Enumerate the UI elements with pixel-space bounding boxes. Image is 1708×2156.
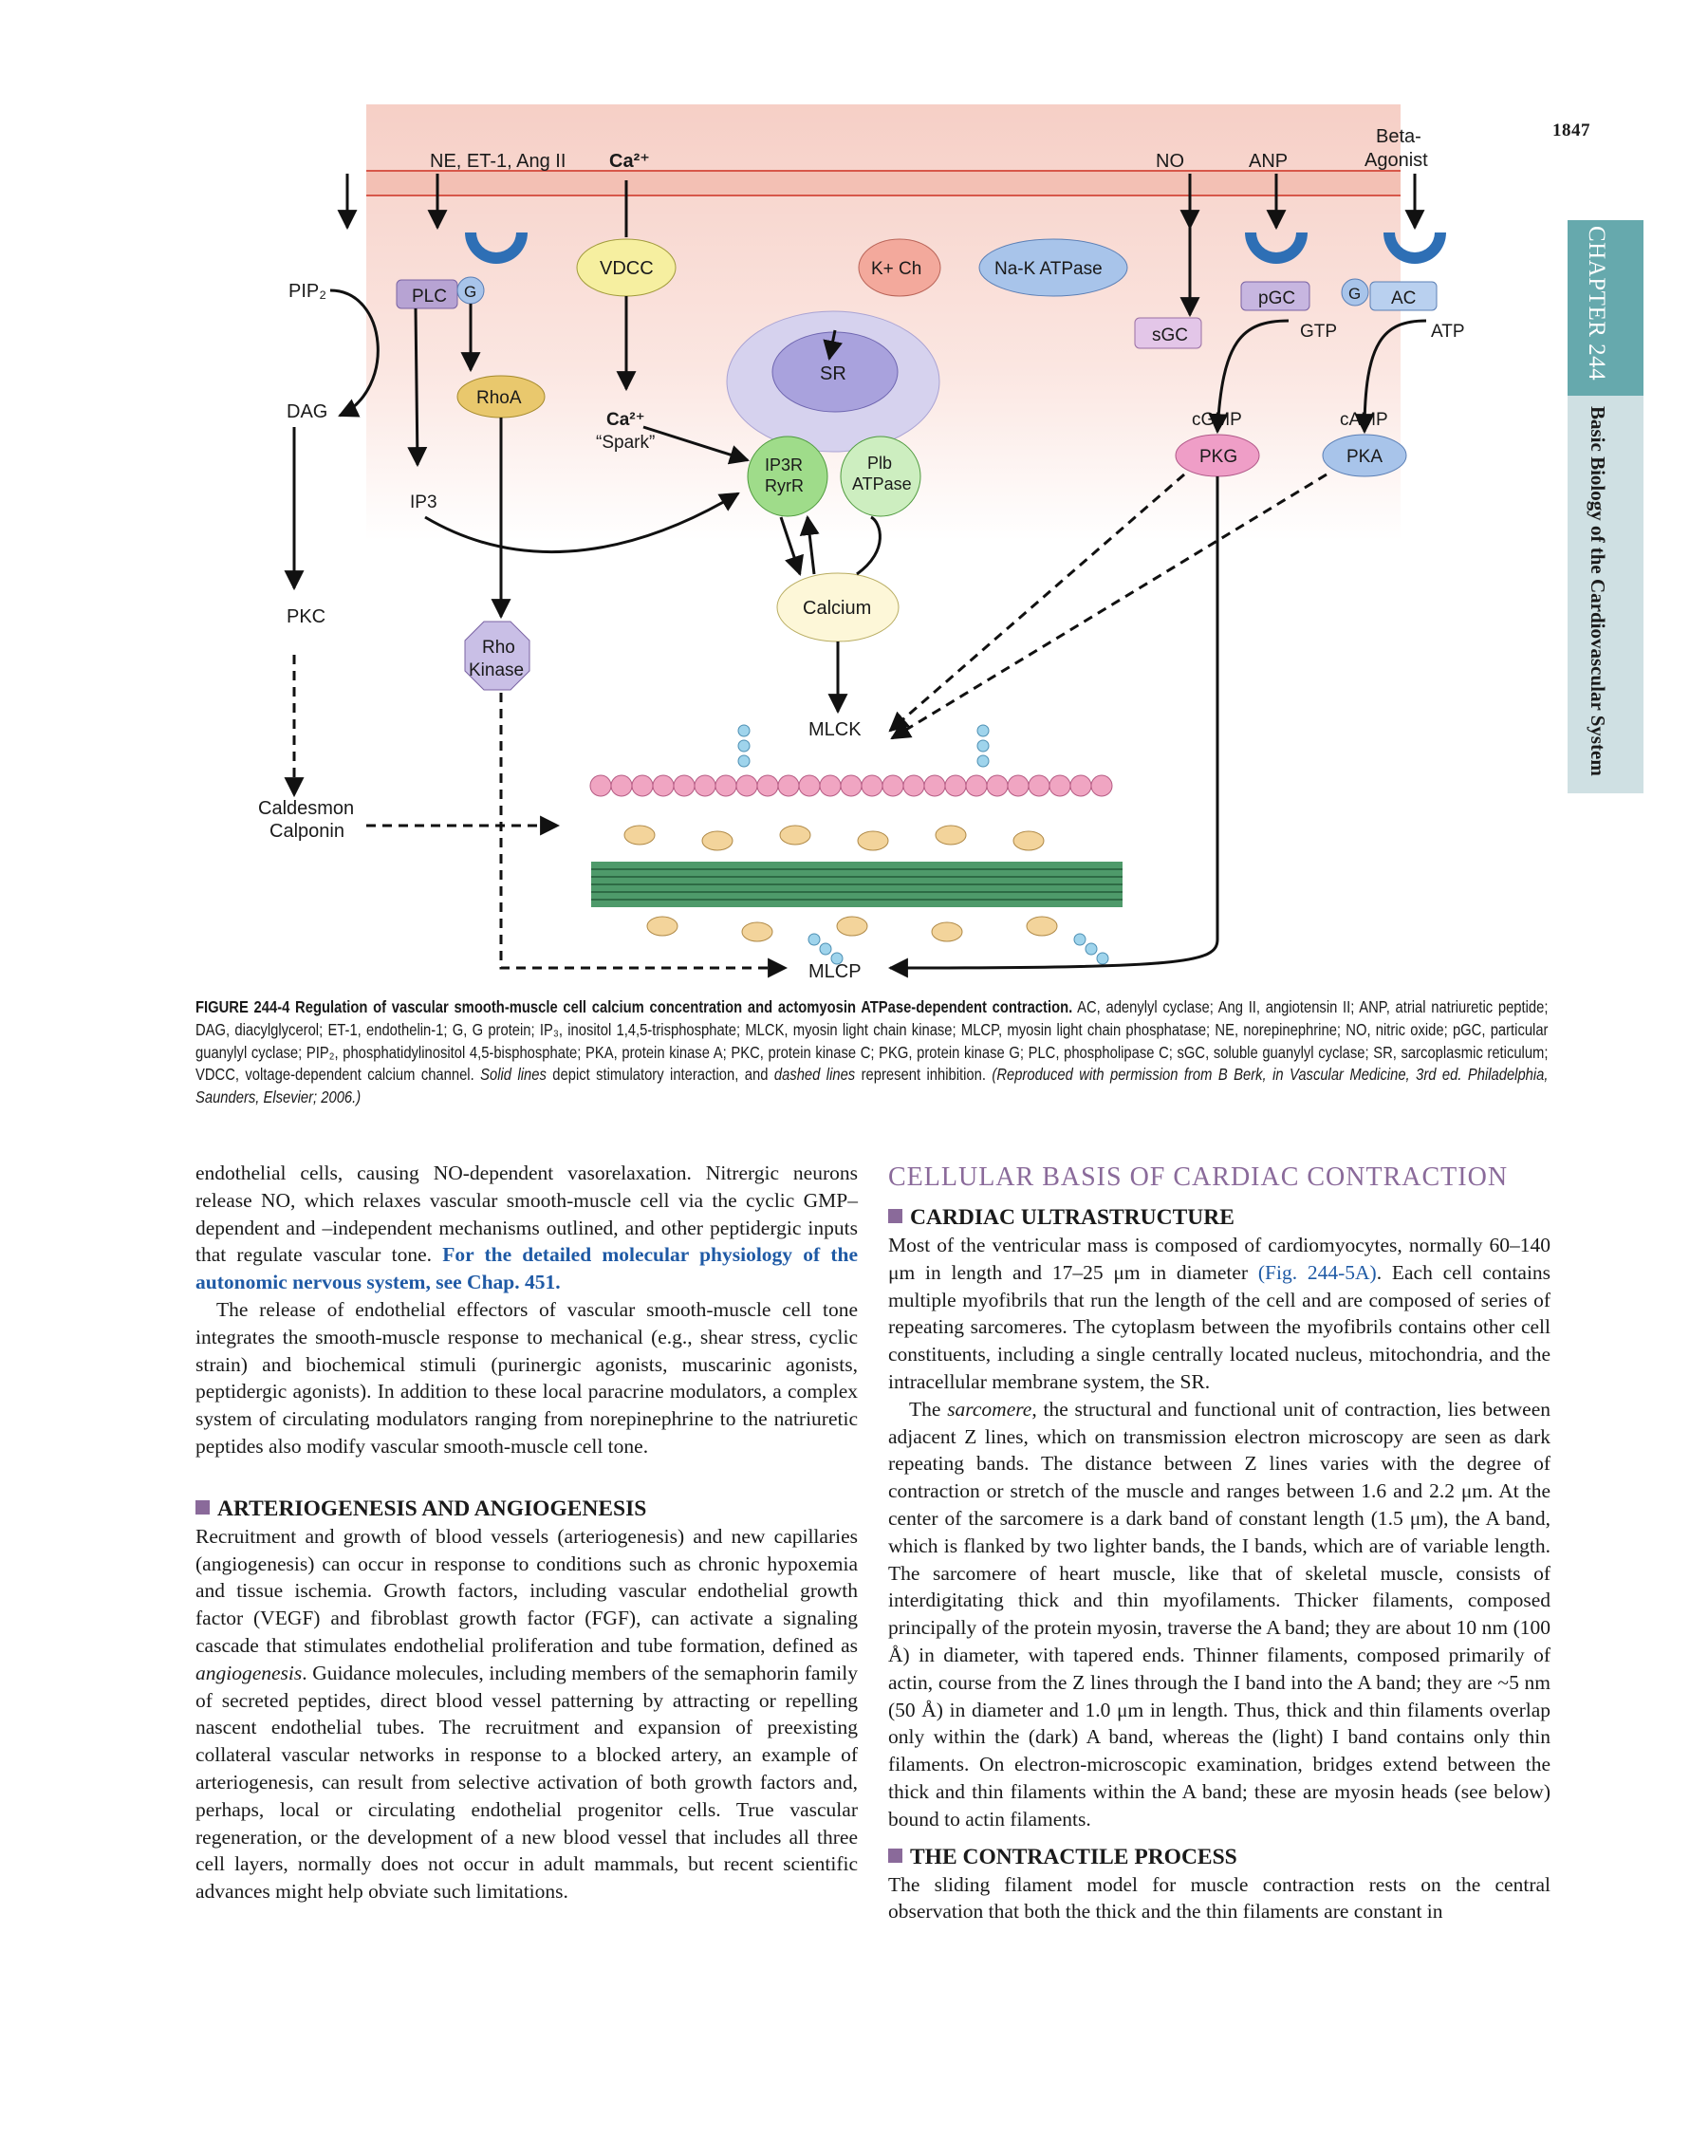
paragraph-sarcomere: The sarcomere, the structural and functi…	[888, 1397, 1551, 1831]
paragraph-ultrastructure: Most of the ventricular mass is composed…	[888, 1234, 1551, 1393]
figure-title: Regulation of vascular smooth-muscle cel…	[295, 997, 1073, 1016]
chapter-number: CHAPTER 244	[1584, 226, 1609, 381]
label-plc: PLC	[412, 287, 447, 307]
chapter-title: Basic Biology of the Cardiovascular Syst…	[1587, 406, 1609, 776]
stimulatory-arrows	[284, 174, 1427, 978]
light-chain-beads	[737, 724, 1109, 965]
label-plb-2: ATPase	[852, 474, 912, 493]
label-anp: ANP	[1249, 151, 1288, 172]
label-vdcc: VDCC	[600, 258, 654, 279]
label-ip3r-1: IP3R	[765, 455, 803, 474]
figure-caption: FIGURE 244-4 Regulation of vascular smoo…	[195, 996, 1549, 1109]
label-mlcp: MLCP	[808, 961, 862, 982]
label-pip2: PIP₂	[288, 281, 326, 302]
label-pgc: pGC	[1258, 288, 1295, 308]
paragraph-endothelial: endothelial cells, causing NO-dependent …	[195, 1162, 858, 1294]
receptor-cup-beta	[1383, 232, 1446, 264]
myosin-stripes	[591, 868, 1123, 901]
right-column: CELLULAR BASIS OF CARDIAC CONTRACTION CA…	[888, 1160, 1550, 1925]
label-rhoa: RhoA	[476, 388, 522, 408]
nak-atpase	[978, 238, 1128, 297]
caption-dashed: dashed lines	[773, 1065, 856, 1085]
paragraph-effectors: The release of endothelial effectors of …	[195, 1297, 858, 1458]
label-dag: DAG	[287, 401, 327, 422]
chapter-tab-header: CHAPTER 244	[1568, 220, 1643, 396]
chapter-side-tab: CHAPTER 244 Basic Biology of the Cardiov…	[1568, 220, 1643, 793]
caption-solid: Solid lines	[480, 1065, 547, 1085]
receptor-cup-anp	[1245, 232, 1308, 264]
plc-box	[396, 279, 458, 309]
label-plb-1: Plb	[867, 454, 892, 473]
label-pkc: PKC	[287, 606, 325, 627]
rho-kinase-node	[464, 621, 530, 691]
inhibitory-arrows	[284, 473, 1327, 978]
membrane-band	[366, 171, 1401, 195]
actomyosin-filaments	[589, 724, 1123, 965]
label-no: NO	[1156, 151, 1184, 172]
section-heading-cellular-basis: CELLULAR BASIS OF CARDIAC CONTRACTION	[888, 1162, 1509, 1192]
label-caldesmon-2: Calponin	[269, 821, 344, 842]
heading-contractile-process: THE CONTRACTILE PROCESS	[888, 1843, 1550, 1871]
label-pka: PKA	[1346, 447, 1383, 467]
label-atp: ATP	[1431, 322, 1465, 342]
plb-atpase-node	[840, 436, 921, 517]
label-ac: AC	[1391, 288, 1416, 308]
left-column: endothelial cells, causing NO-dependent …	[195, 1160, 858, 1905]
figure-label: FIGURE 244-4	[195, 997, 290, 1016]
figure-diagram: NE, ET-1, Ang II Ca²⁺ NO ANP Beta- Agoni…	[245, 104, 1516, 987]
label-g-1: G	[464, 283, 476, 301]
pka-node	[1322, 434, 1407, 477]
label-calcium: Calcium	[803, 598, 871, 619]
label-rho-2: Kinase	[469, 660, 524, 680]
heading-cardiac-ultrastructure: CARDIAC ULTRASTRUCTURE	[888, 1203, 1550, 1232]
label-pkg: PKG	[1199, 447, 1237, 467]
label-mlck: MLCK	[808, 719, 862, 740]
k-channel	[858, 238, 941, 297]
label-beta-2: Agonist	[1365, 150, 1428, 171]
label-sgc: sGC	[1152, 325, 1188, 345]
figure-reference-link[interactable]: (Fig. 244-5A)	[1257, 1260, 1377, 1284]
label-ca2-spark-2: “Spark”	[596, 433, 655, 453]
label-rho-1: Rho	[482, 638, 515, 658]
label-ne-et1-angii: NE, ET-1, Ang II	[430, 151, 566, 172]
label-ca2-spark-1: Ca²⁺	[606, 410, 645, 430]
label-ip3: IP3	[410, 493, 437, 512]
label-g-2: G	[1348, 285, 1361, 303]
ac-box	[1369, 281, 1438, 311]
g-protein-right	[1341, 278, 1369, 307]
caption-credit: (Reproduced with permission from B Berk,…	[195, 1065, 1549, 1107]
label-beta-1: Beta-	[1376, 126, 1421, 147]
label-caldesmon-1: Caldesmon	[258, 798, 354, 819]
label-gtp: GTP	[1300, 322, 1337, 342]
caption-mid: depict stimulatory interaction, and	[552, 1065, 769, 1085]
sgc-box	[1134, 317, 1202, 349]
receptor-cup-left	[465, 232, 528, 264]
ip3r-ryrr-node	[747, 436, 828, 517]
heading-arteriogenesis: ARTERIOGENESIS AND ANGIOGENESIS	[195, 1495, 858, 1523]
label-sr: SR	[820, 363, 846, 384]
myosin-heads	[623, 825, 1058, 942]
actin-beads-top	[589, 774, 1113, 797]
label-nak: Na-K ATPase	[994, 259, 1103, 279]
caption-end: represent inhibition.	[861, 1065, 986, 1085]
chapter-link[interactable]: For the detailed molecular physiology of…	[195, 1243, 858, 1294]
label-kch: K+ Ch	[871, 259, 921, 279]
label-ca2-top: Ca²⁺	[609, 151, 650, 172]
caption-text: AC, adenylyl cyclase; Ang II, angiotensi…	[195, 997, 1549, 1085]
paragraph-contractile: The sliding filament model for muscle co…	[888, 1872, 1550, 1924]
page-number: 1847	[1552, 121, 1590, 140]
label-ip3r-2: RyrR	[765, 476, 804, 495]
paragraph-arteriogenesis: Recruitment and growth of blood vessels …	[195, 1524, 858, 1904]
pgc-box	[1240, 281, 1310, 311]
